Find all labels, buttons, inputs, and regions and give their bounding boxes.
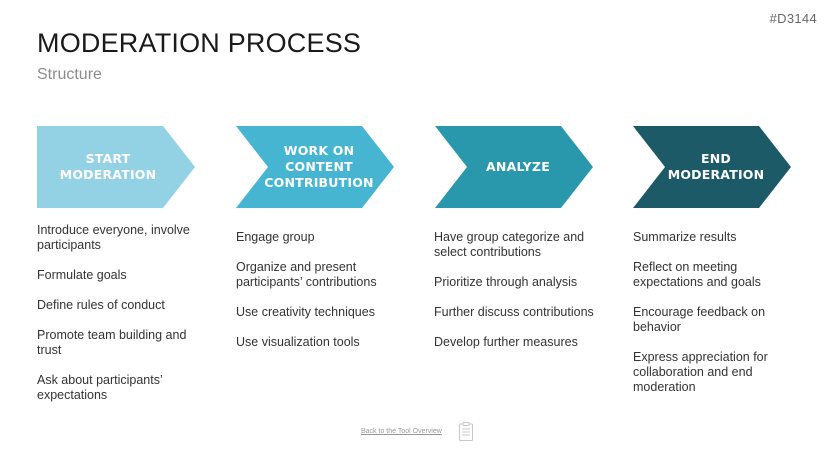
step-arrow-end-moderation: END MODERATION [633,126,793,208]
list-item: Summarize results [633,230,737,244]
step-label: END MODERATION [667,151,765,182]
list-item: Encourage feedback on behavior [633,305,766,334]
list-item: Use creativity techniques [236,305,375,319]
list-item: Engage group [236,230,315,244]
list-item: Promote team building and trust [37,328,187,357]
page-title: MODERATION PROCESS [37,28,362,58]
step-items-end-moderation: Summarize results Reflect on meeting exp… [633,230,808,410]
step-arrow-start-moderation: START MODERATION [37,126,197,208]
step-label: ANALYZE [486,159,550,174]
clipboard-icon[interactable] [459,422,473,446]
chevron-shape [435,126,593,208]
list-item: Formulate goals [37,268,127,282]
step-items-analyze: Have group categorize and select contrib… [434,230,609,365]
list-item: Prioritize through analysis [434,275,578,289]
chevron-shape [37,126,195,208]
chevron-polygon [435,126,593,208]
chevron-polygon [37,126,195,208]
chevron-shape [633,126,791,208]
step-items-work-on-content: Engage group Organize and present partic… [236,230,411,365]
list-item: Introduce everyone, involve participants [37,223,190,252]
step-arrow-analyze: ANALYZE [435,126,595,208]
step-label: START MODERATION [59,151,157,182]
list-item: Define rules of conduct [37,298,165,312]
list-item: Ask about participants’ expectations [37,373,163,402]
step-arrow-work-on-content: WORK ON CONTENT CONTRIBUTION [236,126,396,208]
chevron-polygon [236,126,394,208]
list-item: Develop further measures [434,335,578,349]
chevron-shape [236,126,394,208]
document-id: #D3144 [769,11,817,26]
list-item: Have group categorize and select contrib… [434,230,585,259]
list-item: Express appreciation for collaboration a… [633,350,768,394]
list-item: Organize and present participants’ contr… [236,260,377,289]
page-subtitle: Structure [37,66,102,83]
list-item: Use visualization tools [236,335,360,349]
list-item: Further discuss contributions [434,305,594,319]
step-label: WORK ON CONTENT CONTRIBUTION [264,143,374,190]
step-items-start-moderation: Introduce everyone, involve participants… [37,223,212,418]
chevron-polygon [633,126,791,208]
back-to-tool-overview-link[interactable]: Back to the Tool Overview [361,428,442,435]
list-item: Reflect on meeting expectations and goal… [633,260,761,289]
